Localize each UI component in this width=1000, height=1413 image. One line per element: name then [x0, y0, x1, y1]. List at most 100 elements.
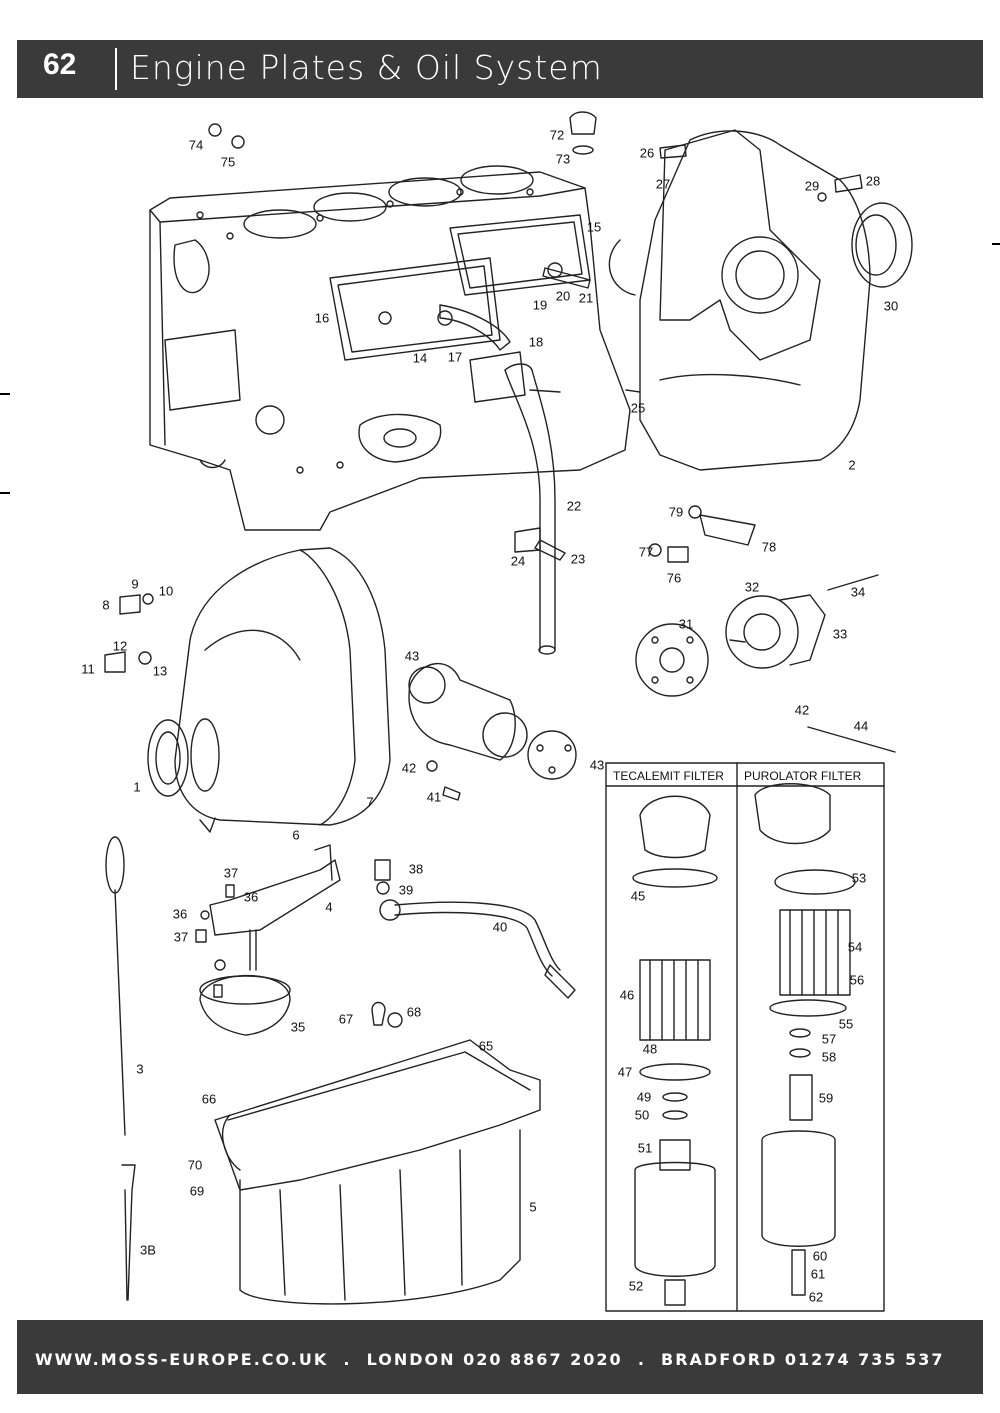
callout-8: 8 — [102, 597, 110, 613]
callout-25: 25 — [630, 400, 646, 416]
callout-50: 50 — [634, 1107, 650, 1123]
callout-37-a: 37 — [223, 865, 239, 881]
callout-75: 75 — [220, 154, 236, 170]
edge-mark-right — [992, 243, 1000, 245]
callout-19: 19 — [532, 297, 548, 313]
callout-27: 27 — [655, 176, 671, 192]
callout-5: 5 — [529, 1199, 537, 1215]
callout-67: 67 — [338, 1011, 354, 1027]
callout-65: 65 — [478, 1038, 494, 1054]
filter-box — [605, 762, 885, 1312]
callout-22: 22 — [566, 498, 582, 514]
callout-17: 17 — [447, 349, 463, 365]
tecalemit-parts — [632, 795, 718, 1306]
callout-73: 73 — [555, 151, 571, 167]
callout-40: 40 — [492, 919, 508, 935]
callout-9: 9 — [131, 576, 139, 592]
callout-79: 79 — [668, 504, 684, 520]
callout-58: 58 — [821, 1049, 837, 1065]
callout-41: 41 — [426, 789, 442, 805]
callout-74: 74 — [188, 137, 204, 153]
callout-76: 76 — [666, 570, 682, 586]
callout-26: 26 — [639, 145, 655, 161]
callout-78: 78 — [761, 539, 777, 555]
side-covers — [329, 214, 591, 361]
callout-57: 57 — [821, 1031, 837, 1047]
callout-61: 61 — [810, 1266, 826, 1282]
callout-13: 13 — [152, 663, 168, 679]
callout-55: 55 — [838, 1016, 854, 1032]
breather-pipe — [439, 304, 511, 351]
header-divider — [115, 48, 117, 90]
callout-12: 12 — [112, 638, 128, 654]
page-title: Engine Plates & Oil System — [130, 48, 603, 87]
callout-38: 38 — [408, 861, 424, 877]
callout-37-b: 37 — [173, 929, 189, 945]
callout-62: 62 — [808, 1289, 824, 1305]
oil-seal — [851, 202, 913, 288]
callout-28: 28 — [865, 173, 881, 189]
purolator-filter-title: PUROLATOR FILTER — [744, 769, 862, 783]
callout-16: 16 — [314, 310, 330, 326]
oil-sump — [214, 1039, 541, 1305]
callout-42-b: 42 — [794, 702, 810, 718]
tecalemit-filter-title: TECALEMIT FILTER — [613, 769, 724, 783]
callout-70: 70 — [187, 1157, 203, 1173]
oil-pump — [635, 594, 826, 697]
oil-strainer — [199, 844, 341, 1036]
footer-contact: WWW.MOSS-EUROPE.CO.UK . LONDON 020 8867 … — [35, 1350, 945, 1369]
engine-plate — [608, 129, 871, 471]
callout-43-b: 43 — [589, 757, 605, 773]
callout-60: 60 — [812, 1248, 828, 1264]
callout-33: 33 — [832, 626, 848, 642]
callout-3b: 3B — [140, 1242, 156, 1258]
callout-11: 11 — [81, 661, 95, 677]
callout-2: 2 — [848, 457, 856, 473]
callout-53: 53 — [851, 870, 867, 886]
callout-4: 4 — [325, 899, 333, 915]
callout-43-a: 43 — [404, 648, 420, 664]
callout-46: 46 — [619, 987, 635, 1003]
callout-31: 31 — [678, 616, 694, 632]
callout-6: 6 — [292, 827, 300, 843]
callout-3: 3 — [136, 1061, 144, 1077]
callout-18: 18 — [528, 334, 544, 350]
callout-10: 10 — [158, 583, 174, 599]
callout-69: 69 — [189, 1183, 205, 1199]
callout-20: 20 — [555, 288, 571, 304]
engine-block — [149, 165, 631, 531]
callout-54: 54 — [847, 939, 863, 955]
callout-24: 24 — [510, 553, 526, 569]
callout-39: 39 — [398, 882, 414, 898]
callout-35: 35 — [290, 1019, 306, 1035]
dipstick-tube — [504, 363, 556, 655]
callout-48: 48 — [642, 1041, 658, 1057]
callout-15: 15 — [586, 219, 602, 235]
callout-30: 30 — [883, 298, 899, 314]
callout-36-b: 36 — [172, 906, 188, 922]
filter-adaptor — [408, 663, 577, 780]
callout-7: 7 — [366, 794, 374, 810]
callout-14: 14 — [412, 350, 428, 366]
page-footer: WWW.MOSS-EUROPE.CO.UK . LONDON 020 8867 … — [17, 1320, 983, 1394]
callout-59: 59 — [818, 1090, 834, 1106]
callout-47: 47 — [617, 1064, 633, 1080]
fasteners — [104, 111, 896, 1028]
callout-51: 51 — [637, 1140, 653, 1156]
callout-42-a: 42 — [401, 760, 417, 776]
callout-49: 49 — [636, 1089, 652, 1105]
front-plate — [147, 547, 391, 833]
callout-36-a: 36 — [243, 889, 259, 905]
callout-44: 44 — [853, 718, 869, 734]
oil-pipe — [379, 899, 576, 999]
callout-68: 68 — [406, 1004, 422, 1020]
callout-21: 21 — [578, 290, 594, 306]
callout-77: 77 — [638, 544, 654, 560]
callout-32: 32 — [744, 579, 760, 595]
purolator-parts — [754, 783, 856, 1296]
edge-mark-left-top — [0, 393, 10, 395]
callout-45: 45 — [630, 888, 646, 904]
callout-52: 52 — [628, 1278, 644, 1294]
callout-34: 34 — [850, 584, 866, 600]
